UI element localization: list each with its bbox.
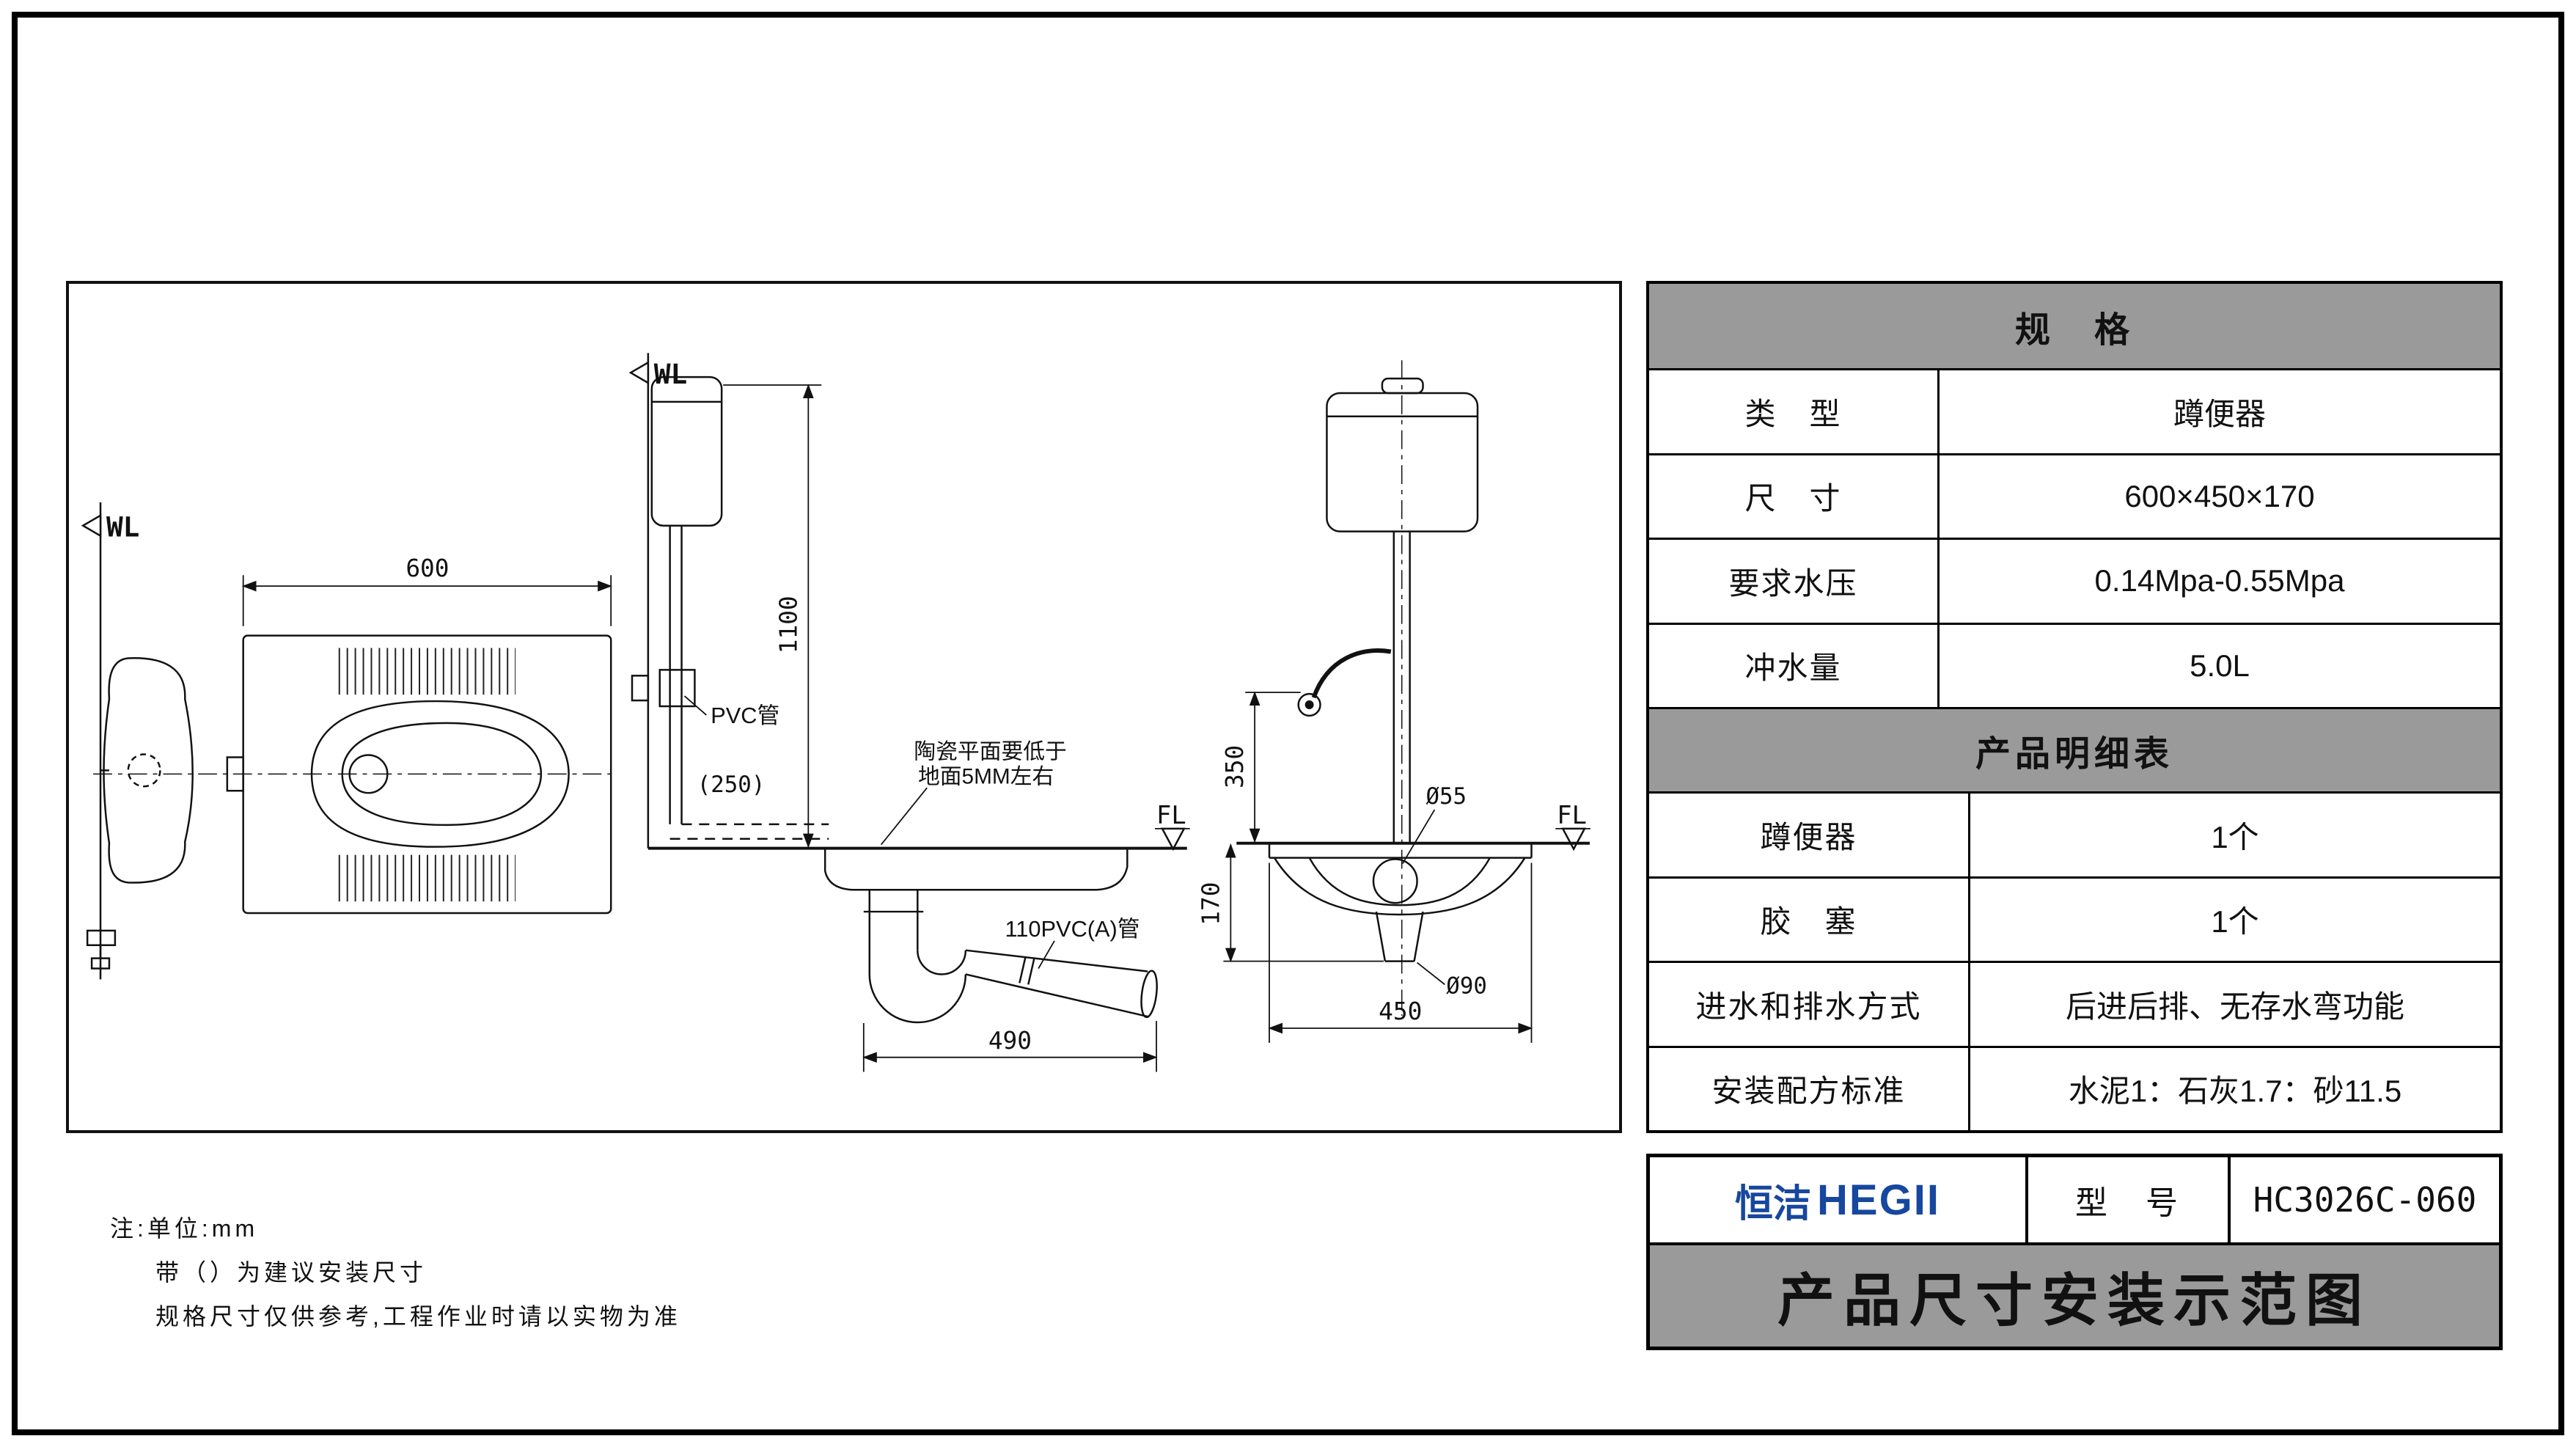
center-lines	[93, 360, 1403, 1016]
dia-90-label: Ø90	[1446, 972, 1487, 999]
spec-label: 冲水量	[1649, 624, 1940, 707]
detail-table-header: 产品明细表	[1649, 707, 2500, 792]
antislip-ribs-bottom	[333, 854, 516, 902]
detail-row-plug: 胶 塞 1个	[1649, 876, 2500, 961]
brand-name-en: HEGII	[1817, 1176, 1940, 1224]
dim-1100-label: 1100	[774, 596, 802, 653]
detail-value: 水泥1：石灰1.7：砂11.5	[2068, 1074, 2402, 1109]
spec-row-size: 尺 寸 600×450×170	[1649, 453, 2500, 538]
fl-label-right: FL	[1557, 801, 1587, 829]
model-label: 型 号	[2028, 1157, 2231, 1242]
sheet-title: 产品尺寸安装示范图	[1650, 1245, 2499, 1347]
detail-label: 进水和排水方式	[1649, 963, 1970, 1046]
dim-490-label: 490	[988, 1027, 1032, 1055]
pvc-pipe-label: PVC管	[711, 703, 779, 728]
detail-label: 安装配方标准	[1649, 1047, 1970, 1130]
spec-row-type: 类 型 蹲便器	[1649, 368, 2500, 453]
detail-value: 后进后排、无存水弯功能	[2065, 989, 2404, 1024]
title-block-row: 恒洁 HEGII 型 号 HC3026C-060	[1650, 1157, 2499, 1245]
drawing-notes: 注:单位:mm 带（）为建议安装尺寸 规格尺寸仅供参考,工程作业时请以实物为准	[110, 1206, 681, 1338]
note-line-3: 规格尺寸仅供参考,工程作业时请以实物为准	[155, 1303, 681, 1330]
front-elevation-view	[1236, 377, 1590, 986]
note-line-1: 注:单位:mm	[110, 1215, 259, 1242]
pan-plan-view	[226, 634, 612, 915]
spec-value: 蹲便器	[2173, 397, 2266, 432]
spec-panel: 规 格 类 型 蹲便器 尺 寸 600×450×170 要求水压 0.14Mpa…	[1646, 281, 2503, 1133]
spec-row-flush: 冲水量 5.0L	[1649, 622, 2500, 707]
spec-value: 0.14Mpa-0.55Mpa	[2094, 563, 2345, 598]
wl-label-mid: WL	[654, 358, 687, 390]
dia-55-label: Ø55	[1425, 783, 1467, 810]
side-elevation-view	[628, 353, 1190, 1024]
spec-table-header: 规 格	[1649, 284, 2500, 369]
ceramic-note-line2: 地面5MM左右	[918, 764, 1054, 788]
antislip-ribs-top	[333, 648, 516, 695]
pvc110-pipe-label: 110PVC(A)管	[1005, 916, 1140, 942]
dim-250-label: (250)	[697, 772, 766, 798]
spec-row-pressure: 要求水压 0.14Mpa-0.55Mpa	[1649, 538, 2500, 623]
dims-right	[1223, 691, 1533, 1043]
dim-600	[242, 575, 612, 626]
spec-value: 5.0L	[2190, 648, 2250, 683]
dims-mid	[723, 384, 1158, 1072]
spec-value: 600×450×170	[2124, 478, 2315, 513]
detail-value: 1个	[2211, 904, 2259, 939]
installation-drawing: WL 600 WL PVC管 1100 (250) 陶瓷平面要低于 地面5MM左…	[66, 281, 1622, 1133]
fl-label-mid: FL	[1156, 801, 1186, 829]
detail-row-inlet-outlet: 进水和排水方式 后进后排、无存水弯功能	[1649, 961, 2500, 1046]
spec-label: 类 型	[1649, 370, 1940, 453]
detail-row-pan: 蹲便器 1个	[1649, 791, 2500, 876]
dim-600-label: 600	[406, 554, 449, 582]
detail-label: 胶 塞	[1649, 878, 1970, 961]
spec-label: 尺 寸	[1649, 455, 1940, 538]
brand-name-cn: 恒洁	[1735, 1182, 1812, 1226]
title-block: 恒洁 HEGII 型 号 HC3026C-060 产品尺寸安装示范图	[1646, 1154, 2503, 1350]
detail-value: 1个	[2211, 820, 2259, 855]
pan-side-profile-view	[81, 502, 194, 980]
drawing-canvas: WL 600 WL PVC管 1100 (250) 陶瓷平面要低于 地面5MM左…	[81, 353, 1590, 1072]
detail-label: 蹲便器	[1649, 794, 1970, 876]
spec-label: 要求水压	[1649, 540, 1940, 623]
dim-350-label: 350	[1221, 745, 1249, 788]
ceramic-note-line1: 陶瓷平面要低于	[914, 740, 1066, 764]
note-line-2: 带（）为建议安装尺寸	[155, 1259, 428, 1286]
model-value: HC3026C-060	[2253, 1180, 2477, 1220]
detail-row-mortar: 安装配方标准 水泥1：石灰1.7：砂11.5	[1649, 1045, 2500, 1130]
wl-label-left: WL	[106, 511, 139, 543]
brand-logo: 恒洁 HEGII	[1650, 1157, 2028, 1242]
dim-170-label: 170	[1197, 882, 1225, 926]
dim-450-label: 450	[1379, 997, 1422, 1025]
